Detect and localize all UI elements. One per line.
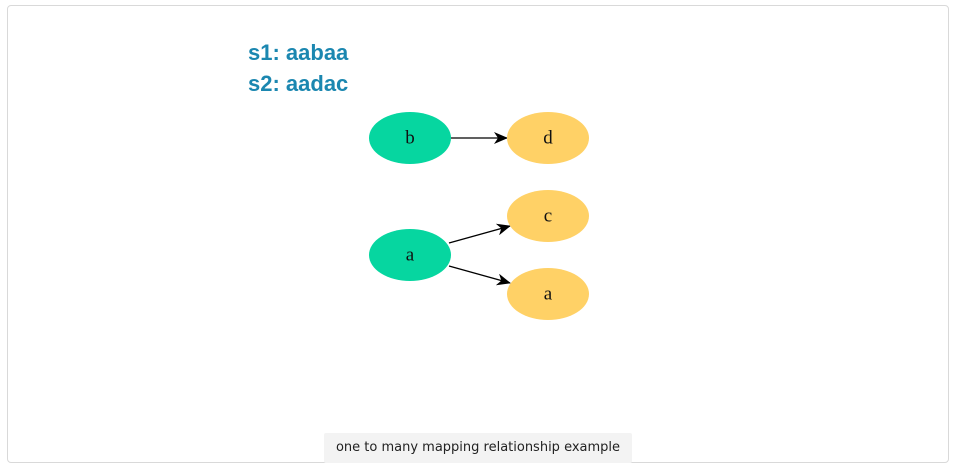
node-target-c-label: c — [544, 206, 552, 227]
node-target-a: a — [507, 268, 589, 320]
node-source-b: b — [369, 112, 451, 164]
string-s2-label: s2: aadac — [248, 71, 349, 96]
figure-caption: one to many mapping relationship example — [324, 433, 632, 463]
node-target-d: d — [507, 112, 589, 164]
string-s1-label: s1: aabaa — [248, 40, 349, 65]
node-source-b-label: b — [405, 128, 415, 149]
node-source-a-label: a — [406, 245, 415, 266]
edge-a-to-a — [448, 265, 511, 286]
diagram-frame — [7, 5, 949, 463]
node-target-c: c — [507, 190, 589, 242]
node-source-a: a — [369, 229, 451, 281]
node-target-a-label: a — [544, 284, 553, 305]
edge-a-to-c — [448, 223, 511, 244]
node-target-d-label: d — [543, 128, 553, 149]
